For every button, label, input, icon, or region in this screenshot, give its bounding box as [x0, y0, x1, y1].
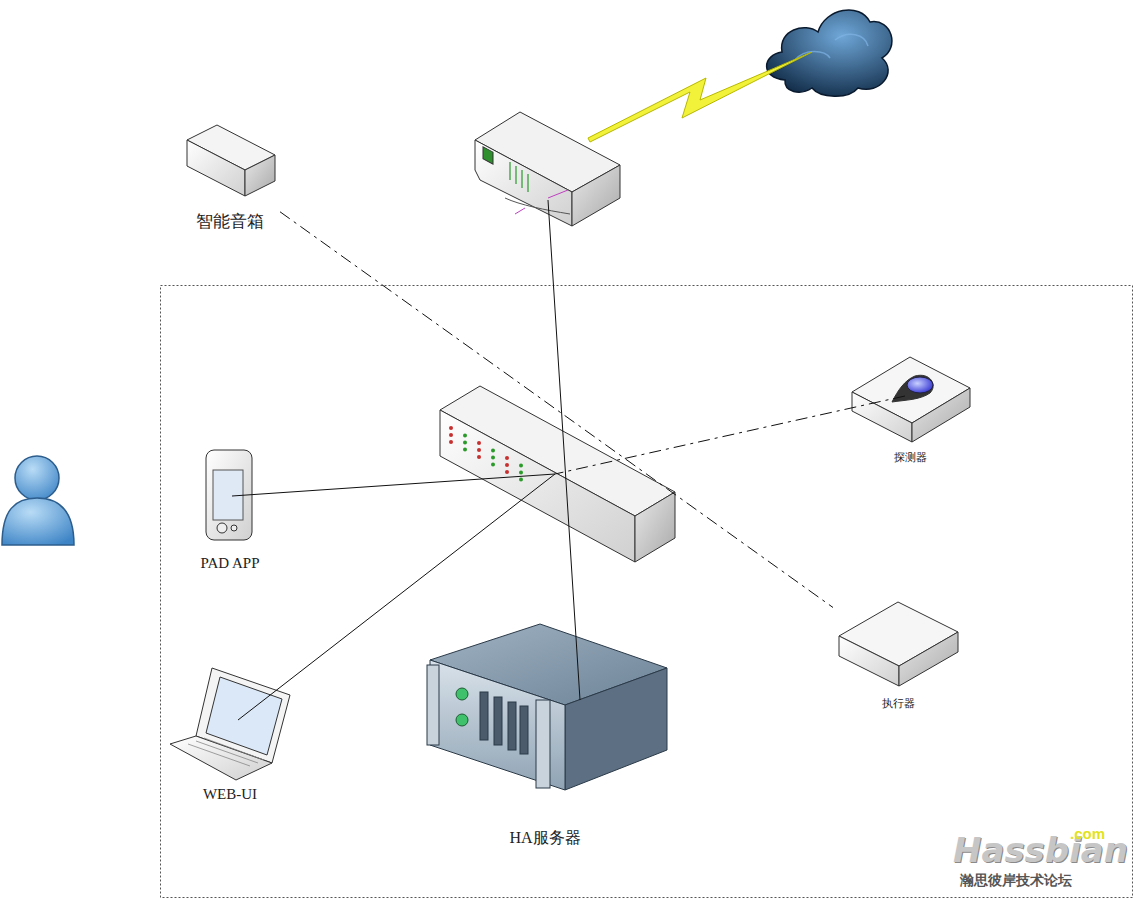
- watermark-domain: .com: [1070, 825, 1105, 842]
- led-dot: [477, 448, 481, 452]
- detector-icon: [852, 357, 970, 442]
- led-dot: [491, 463, 495, 467]
- led-dot: [449, 433, 453, 437]
- speaker-icon: [187, 125, 275, 196]
- device-label: 探测器: [845, 451, 975, 464]
- led-dot: [519, 471, 523, 475]
- actuator-icon: [839, 602, 958, 686]
- led-dot: [491, 456, 495, 460]
- led-dot: [505, 456, 509, 460]
- led-dot: [463, 448, 467, 452]
- user-icon: [2, 456, 74, 545]
- home-region: [161, 286, 1133, 898]
- server-icon: [427, 624, 667, 790]
- wireless-link: [588, 52, 812, 142]
- watermark-caption: 瀚思彼岸技术论坛: [960, 872, 1072, 890]
- device-node: WEB-UI: [160, 662, 300, 803]
- device-node: 执行器: [833, 598, 963, 710]
- device-label: 执行器: [833, 697, 963, 710]
- dashed-link: [280, 212, 833, 608]
- led-dot: [449, 440, 453, 444]
- led-dot: [505, 463, 509, 467]
- router-icon: [475, 112, 620, 226]
- device-label: 智能音箱: [180, 212, 280, 232]
- led-dot: [477, 455, 481, 459]
- device-node: PAD APP: [185, 446, 275, 572]
- device-node: 智能音箱: [180, 120, 280, 232]
- led-dot: [463, 434, 467, 438]
- led-dot: [505, 470, 509, 474]
- device-node: HA服务器: [420, 618, 670, 847]
- led-dot: [449, 426, 453, 430]
- device-label: PAD APP: [185, 554, 275, 572]
- led-dot: [519, 478, 523, 482]
- device-label: WEB-UI: [160, 785, 300, 803]
- device-node: 探测器: [845, 350, 975, 464]
- led-dot: [491, 449, 495, 453]
- laptop-icon: [170, 668, 290, 780]
- led-dot: [477, 441, 481, 445]
- switch-leds: [449, 426, 523, 482]
- device-label: HA服务器: [420, 828, 670, 847]
- led-dot: [463, 441, 467, 445]
- led-dot: [519, 464, 523, 468]
- cloud-icon: [767, 10, 892, 96]
- network-links: [232, 200, 905, 720]
